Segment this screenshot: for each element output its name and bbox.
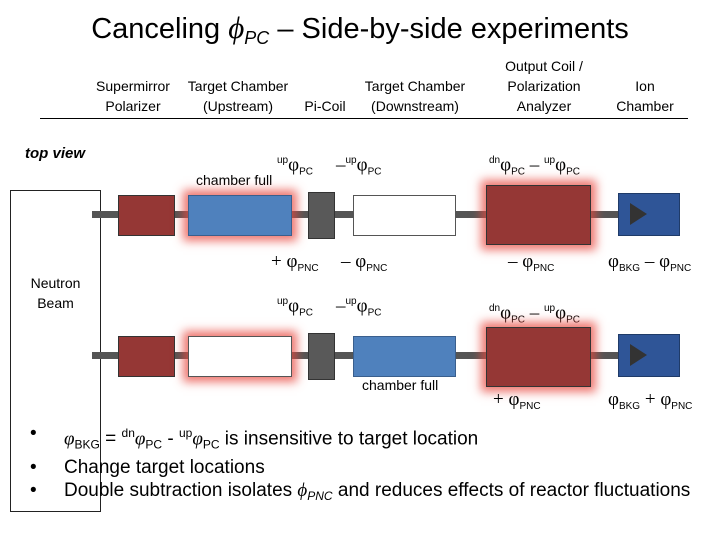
- row2-supermirror-polarizer: [118, 336, 175, 377]
- row2-analyzer-pc-label: dnφPC – upφPC: [489, 302, 580, 326]
- row2-downstream-pc-label: –upφPC: [336, 295, 382, 319]
- slide-title: Canceling ϕPC – Side-by-side experiments: [91, 10, 629, 48]
- row1-output-coil-analyzer: [486, 185, 591, 245]
- row1-downstream-pc-label: –upφPC: [336, 154, 382, 178]
- row2-ion-arrow-icon: [630, 344, 647, 366]
- header-pi-coil: Pi-Coil: [304, 98, 346, 114]
- row1-upstream-pnc-label: + φPNC: [271, 251, 319, 274]
- row1-supermirror-polarizer: [118, 195, 175, 236]
- row1-ion-chamber: [618, 193, 680, 236]
- header-divider: [40, 118, 688, 119]
- row1-ion-signal-label: φBKG – φPNC: [608, 251, 692, 274]
- header-target-upstream: Target Chamber(Upstream): [187, 78, 289, 114]
- neutron-source-box: [10, 190, 101, 512]
- row2-output-coil-analyzer: [486, 327, 591, 387]
- row2-ion-signal-label: φBKG + φPNC: [608, 389, 693, 412]
- row2-chamber-full-label: chamber full: [362, 377, 439, 393]
- row1-analyzer-pnc-label: – φPNC: [508, 251, 555, 274]
- bullet-double-subtraction: • Double subtraction isolates ϕPNC and r…: [30, 480, 691, 504]
- row1-chamber-full-label: chamber full: [196, 172, 273, 188]
- row2-downstream-target-full: [353, 336, 456, 377]
- top-view-label: top view: [25, 145, 86, 162]
- row1-downstream-pnc-label: – φPNC: [341, 251, 388, 274]
- row2-analyzer-pnc-label: + φPNC: [493, 389, 541, 412]
- row2-ion-chamber: [618, 334, 680, 377]
- bullet-change-target: • Change target locations: [30, 457, 265, 479]
- row2-upstream-target-empty: [188, 336, 292, 377]
- row1-analyzer-pc-label: dnφPC – upφPC: [489, 154, 580, 178]
- row2-upstream-pc-label: upφPC: [277, 295, 313, 319]
- row2-pi-coil: [308, 333, 335, 380]
- row1-downstream-target-empty: [353, 195, 456, 236]
- row1-upstream-pc-label: upφPC: [277, 154, 313, 178]
- header-target-downstream: Target Chamber(Downstream): [364, 78, 466, 114]
- row1-upstream-target-full: [188, 195, 292, 236]
- bullet-bkg-insensitive: • φBKG = dnφPC - upφPC is insensitive to…: [30, 423, 479, 452]
- row1-ion-arrow-icon: [630, 203, 647, 225]
- summary-bullets: • φBKG = dnφPC - upφPC is insensitive to…: [30, 422, 710, 508]
- row1-pi-coil: [308, 192, 335, 239]
